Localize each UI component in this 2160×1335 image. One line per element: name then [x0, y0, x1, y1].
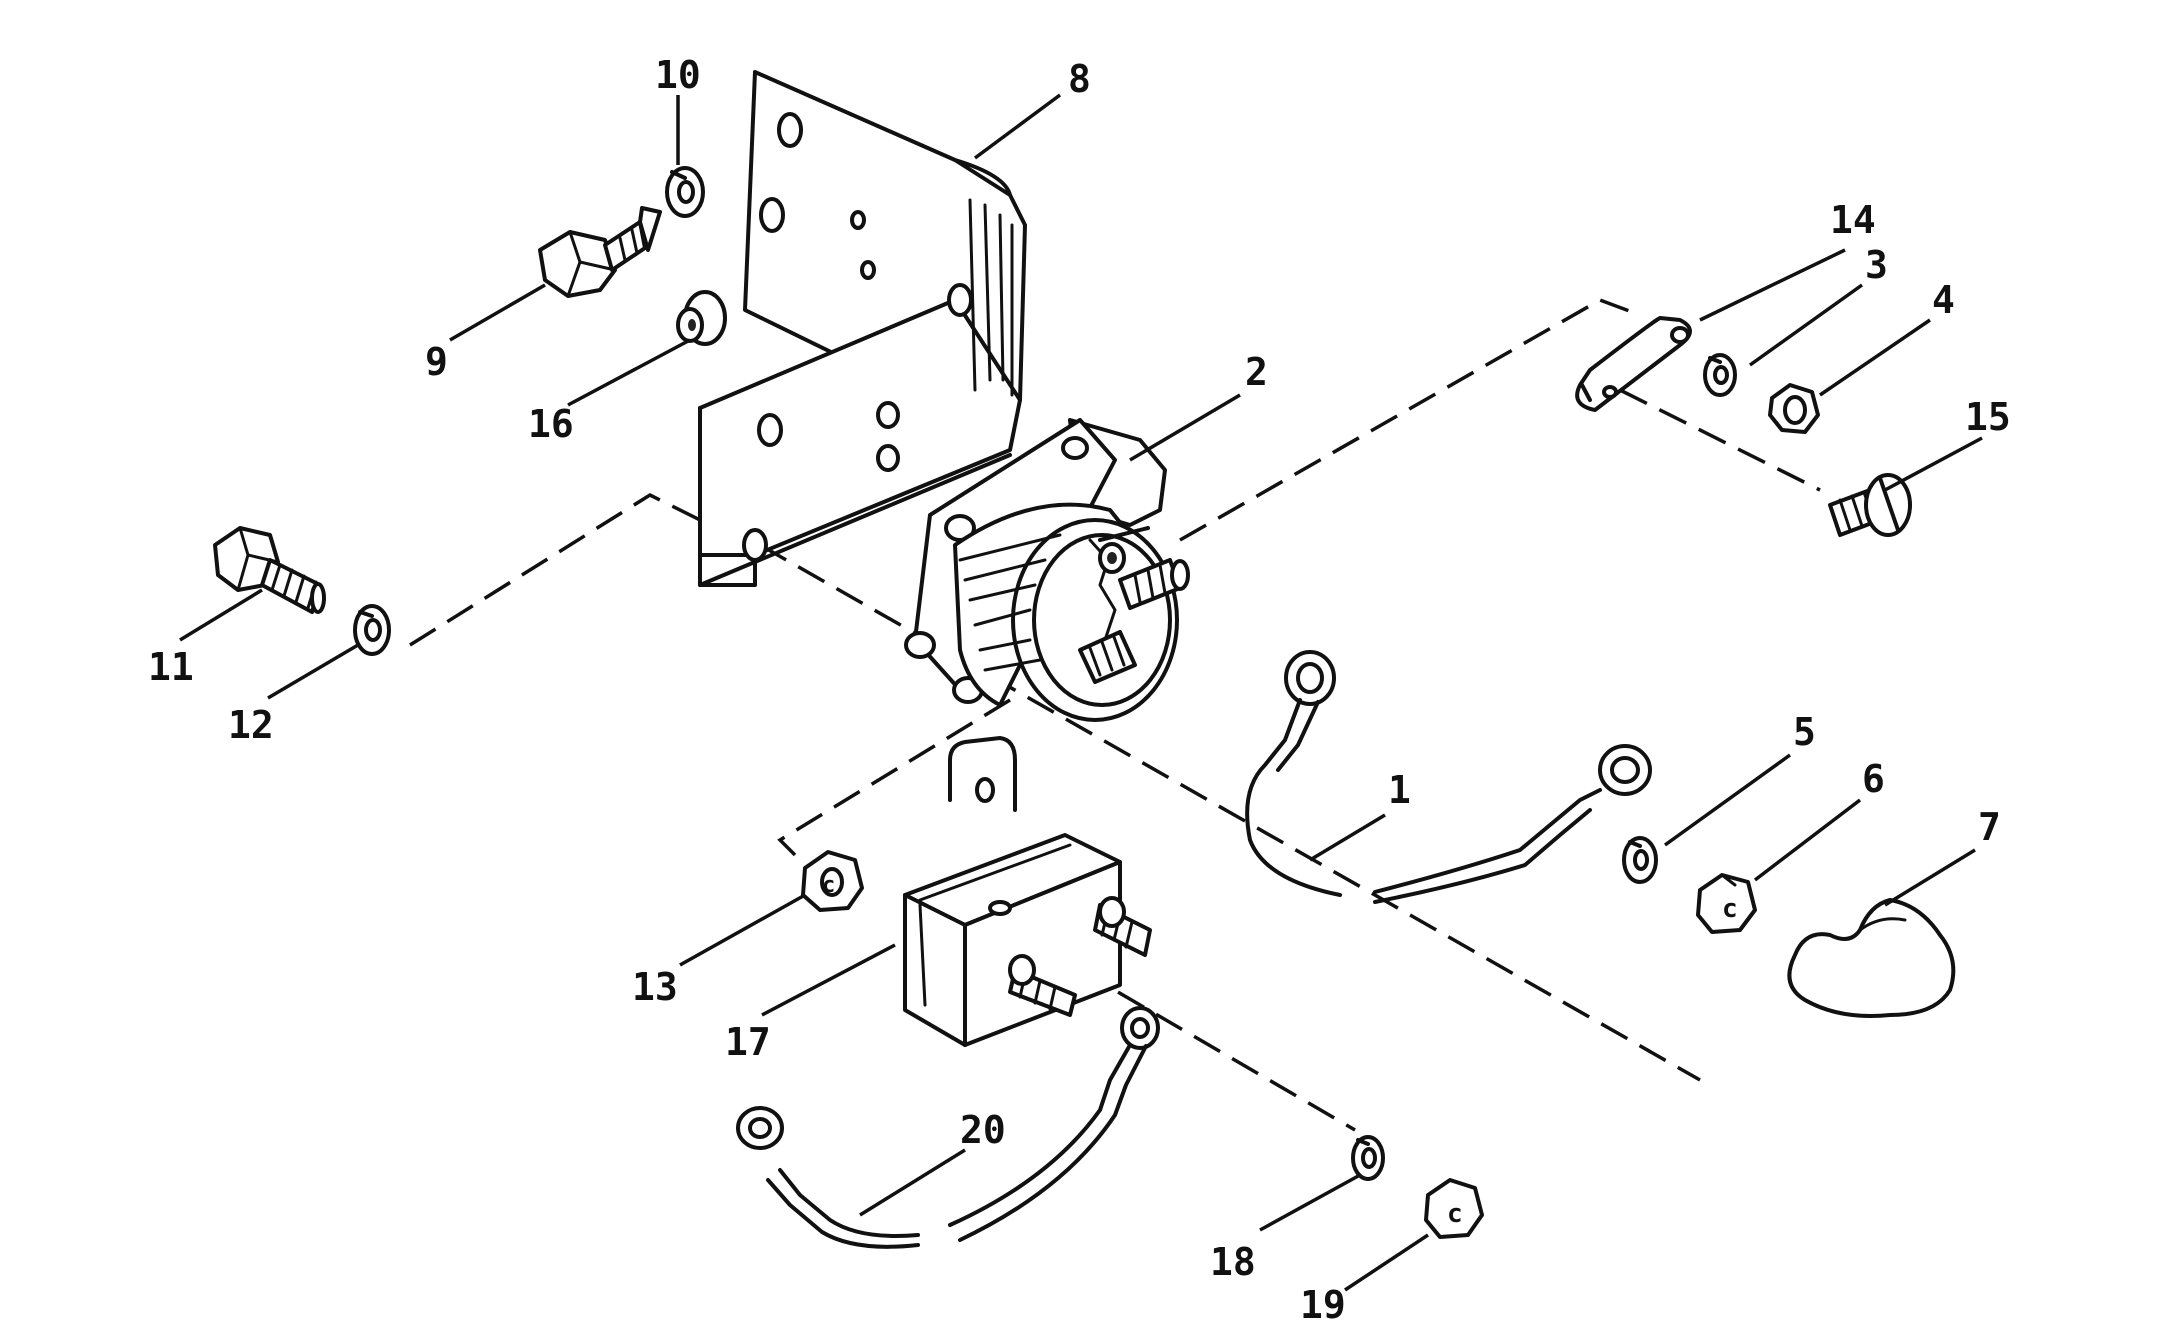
- leader-16: [567, 338, 691, 407]
- callout-labels: 1 2 3 4 5 6 7 8 9 10 11 12 13 14 15 16 1…: [148, 53, 2011, 1327]
- callout-1: 1: [1388, 768, 1411, 812]
- leader-1: [1309, 813, 1386, 862]
- callout-19: 19: [1300, 1283, 1346, 1327]
- grommet-16: [676, 290, 727, 346]
- callout-6: 6: [1862, 757, 1885, 801]
- callout-11: 11: [148, 645, 194, 689]
- mounting-bracket: [698, 70, 1027, 587]
- callout-2: 2: [1245, 350, 1268, 394]
- circuit-breaker-17: [903, 736, 1152, 1047]
- leader-19: [1344, 1233, 1429, 1292]
- callout-10: 10: [655, 53, 701, 97]
- callout-15: 15: [1965, 395, 2011, 439]
- leader-11: [179, 588, 263, 642]
- rubber-boot-7: [1787, 898, 1956, 1018]
- leader-12: [267, 643, 359, 700]
- callout-5: 5: [1793, 710, 1816, 754]
- wire-20: [736, 1006, 1160, 1249]
- assembly-line-bracket-solenoid: [759, 543, 1701, 1082]
- leader-5: [1663, 753, 1792, 847]
- callout-8: 8: [1068, 57, 1091, 101]
- leader-18: [1259, 1173, 1361, 1232]
- screw-15: [1828, 473, 1912, 537]
- nut-mark-6: c: [1722, 894, 1738, 924]
- assembly-line-terminal-plate: [1179, 298, 1641, 542]
- lock-washer-3: [1703, 353, 1737, 397]
- callout-12: 12: [228, 703, 274, 747]
- leader-8: [973, 93, 1062, 160]
- terminal-plate-14: [1575, 316, 1692, 412]
- callout-3: 3: [1865, 243, 1888, 287]
- leader-15: [1884, 436, 1983, 492]
- leader-3: [1748, 283, 1864, 367]
- hex-bolt-9: [538, 206, 662, 298]
- callout-7: 7: [1978, 805, 2001, 849]
- hex-bolt-11: [213, 526, 326, 614]
- assembly-line-bolt-11: [409, 492, 701, 647]
- leader-9: [449, 283, 546, 342]
- lock-washer-12: [353, 604, 391, 656]
- callout-14: 14: [1830, 198, 1876, 242]
- hex-nut-6: c: [1696, 873, 1757, 934]
- callout-16: 16: [528, 402, 574, 446]
- nut-mark-13: c: [822, 873, 835, 898]
- callout-4: 4: [1932, 278, 1955, 322]
- lock-washer-10: [665, 166, 705, 218]
- callout-13: 13: [632, 965, 678, 1009]
- leader-17: [761, 943, 896, 1017]
- leader-4: [1819, 318, 1931, 397]
- wire-1: [1245, 650, 1652, 904]
- leader-2: [1129, 393, 1241, 462]
- solenoid: [904, 418, 1190, 722]
- assembly-line-nut-13: [777, 698, 1011, 857]
- lock-washer-5: [1622, 836, 1658, 884]
- leader-lines: [179, 93, 1983, 1292]
- lock-washer-18: [1351, 1135, 1385, 1181]
- nut-mark-19: c: [1447, 1199, 1463, 1229]
- leader-13: [679, 893, 806, 967]
- callout-18: 18: [1210, 1240, 1256, 1284]
- callout-9: 9: [425, 340, 448, 384]
- hex-nut-4: [1768, 383, 1820, 434]
- hex-nut-19: c: [1424, 1178, 1484, 1239]
- leader-7: [1884, 848, 1976, 907]
- leader-20: [859, 1148, 966, 1217]
- assembly-line-breaker-terminal: [1079, 968, 1356, 1132]
- callout-17: 17: [725, 1020, 771, 1064]
- leader-6: [1753, 798, 1862, 882]
- callout-20: 20: [960, 1108, 1006, 1152]
- leader-14: [1699, 248, 1846, 322]
- assembly-line-screw-15: [1619, 388, 1821, 492]
- hex-nut-13: c: [801, 850, 864, 912]
